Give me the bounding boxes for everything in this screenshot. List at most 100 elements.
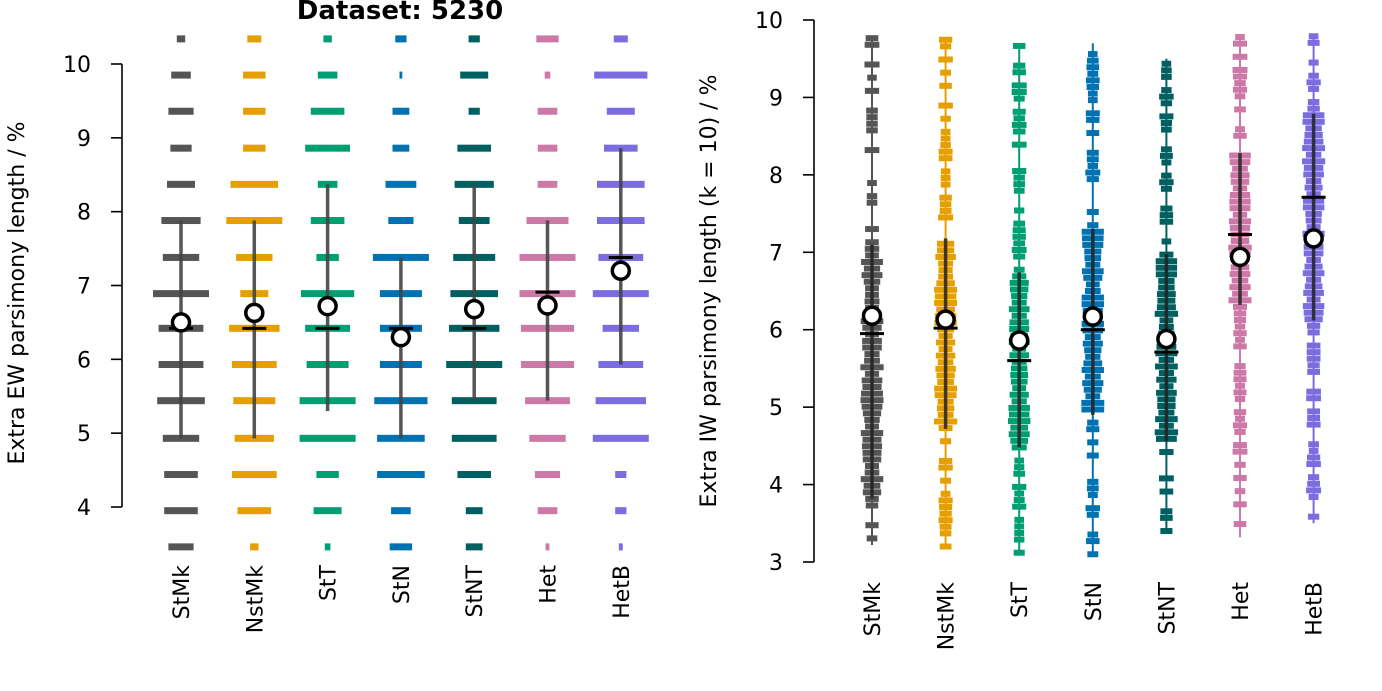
right-dist-mark-stt <box>1012 128 1026 135</box>
right-dist-mark-nstmk <box>939 194 952 201</box>
left-dist-mark-stn <box>392 107 410 115</box>
right-dist-mark-het <box>1233 310 1247 317</box>
right-dist-mark-stn <box>1086 64 1100 71</box>
right-dist-mark-nstmk <box>940 174 951 181</box>
right-mean-stn <box>1082 306 1104 327</box>
right-dist-mark-nstmk <box>939 510 952 517</box>
right-dist-mark-nstmk <box>940 490 951 497</box>
right-category-label-hetb: HetB <box>1303 582 1328 636</box>
right-dist-mark-nstmk <box>938 457 953 464</box>
right-dist-mark-stnt <box>1161 87 1172 94</box>
right-y-tick-label-10: 10 <box>755 9 783 34</box>
right-dist-mark-stmk <box>864 41 880 48</box>
right-dist-mark-nstmk <box>939 543 952 550</box>
left-dist-mark-stmk <box>168 107 194 115</box>
right-mean-stnt <box>1156 328 1177 350</box>
left-y-tick-label-8: 8 <box>77 201 91 226</box>
right-dist-mark-stn <box>1086 426 1100 433</box>
right-dist-mark-het <box>1233 376 1247 383</box>
left-dist-mark-stmk <box>176 35 186 43</box>
left-category-label-het: Het <box>537 565 562 604</box>
right-dist-mark-hetb <box>1307 480 1321 487</box>
left-dist-mark-stmk <box>164 471 198 479</box>
left-mean-stn <box>390 326 412 348</box>
right-dist-mark-hetb <box>1308 72 1319 79</box>
right-dist-mark-het <box>1232 73 1248 80</box>
right-dist-mark-nstmk <box>940 135 951 142</box>
left-category-label-hetb: HetB <box>610 565 635 619</box>
right-dist-mark-nstmk <box>938 497 953 504</box>
right-dist-mark-het <box>1234 428 1246 435</box>
left-dist-mark-nstmk <box>250 543 259 551</box>
right-dist-mark-stt <box>1013 187 1025 194</box>
right-dist-mark-hetb <box>1308 493 1319 500</box>
right-mean-het <box>1229 246 1251 268</box>
right-dist-mark-het <box>1233 330 1247 337</box>
right-dist-mark-stt <box>1012 69 1026 76</box>
right-dist-mark-nstmk <box>939 201 952 208</box>
left-dist-mark-stt <box>305 144 350 152</box>
right-dist-mark-stmk <box>865 522 879 529</box>
right-dist-mark-stt <box>1013 253 1026 260</box>
right-dist-mark-stn <box>1087 222 1099 229</box>
right-dist-mark-nstmk <box>940 69 952 76</box>
right-dist-mark-stnt <box>1161 172 1172 179</box>
right-dist-mark-hetb <box>1306 487 1322 494</box>
right-dist-mark-het <box>1232 53 1248 60</box>
chart-title: Dataset: 5230 <box>297 0 503 26</box>
right-dist-mark-hetb <box>1306 322 1321 329</box>
right-dist-mark-stnt <box>1161 159 1172 166</box>
left-dist-mark-stn <box>399 71 403 79</box>
right-dist-mark-nstmk <box>939 523 952 530</box>
right-dist-mark-nstmk <box>940 128 951 135</box>
right-dist-mark-stt <box>1014 529 1025 536</box>
right-dist-mark-stnt <box>1161 73 1172 80</box>
left-category-label-stn: StN <box>390 565 415 604</box>
left-dist-mark-hetb <box>615 471 627 479</box>
left-dist-mark-stn <box>385 180 417 188</box>
left-dist-mark-stnt <box>451 434 497 442</box>
left-dist-mark-stn <box>395 35 407 43</box>
right-dist-mark-stn <box>1086 452 1099 459</box>
right-dist-mark-stt <box>1013 470 1026 477</box>
right-category-label-het: Het <box>1229 582 1254 621</box>
left-y-tick-label-4: 4 <box>77 496 91 521</box>
right-dist-mark-stt <box>1014 536 1025 543</box>
right-dist-mark-stmk <box>865 502 879 509</box>
left-dist-mark-stmk <box>167 180 195 188</box>
right-dist-mark-stn <box>1087 97 1098 104</box>
right-dist-mark-stt <box>1012 42 1026 49</box>
right-dist-mark-stt <box>1012 483 1027 490</box>
right-dist-mark-stmk <box>866 535 878 542</box>
right-dist-mark-stmk <box>866 193 878 200</box>
left-dist-mark-hetb <box>606 107 635 115</box>
left-y-axis-label: Extra EW parsimony length / % <box>5 121 30 464</box>
right-dist-mark-nstmk <box>940 115 951 122</box>
right-category-label-stt: StT <box>1008 581 1033 618</box>
right-dist-mark-het <box>1235 126 1245 133</box>
left-mean-stmk <box>170 312 192 333</box>
right-dist-mark-hetb <box>1307 39 1320 46</box>
right-dist-mark-stn <box>1086 149 1099 156</box>
right-dist-mark-stn <box>1086 116 1100 123</box>
left-dist-mark-stmk <box>171 71 191 79</box>
left-dist-mark-het <box>529 434 566 442</box>
right-dist-mark-het <box>1232 448 1248 455</box>
right-dist-mark-stt <box>1012 227 1026 234</box>
right-dist-mark-hetb <box>1307 362 1320 369</box>
right-dist-mark-stn <box>1087 70 1099 77</box>
right-dist-mark-stmk <box>867 74 877 81</box>
right-dist-mark-het <box>1233 389 1247 396</box>
right-y-tick-label-9: 9 <box>769 86 783 111</box>
left-dist-mark-hetb <box>613 35 628 43</box>
right-dist-mark-hetb <box>1308 441 1319 448</box>
right-dist-mark-nstmk <box>939 530 952 537</box>
left-mean-nstmk <box>244 302 265 324</box>
right-dist-mark-stnt <box>1160 205 1173 212</box>
right-dist-mark-hetb <box>1308 33 1319 40</box>
right-y-tick-label-6: 6 <box>769 319 783 344</box>
right-dist-mark-nstmk <box>938 56 953 63</box>
